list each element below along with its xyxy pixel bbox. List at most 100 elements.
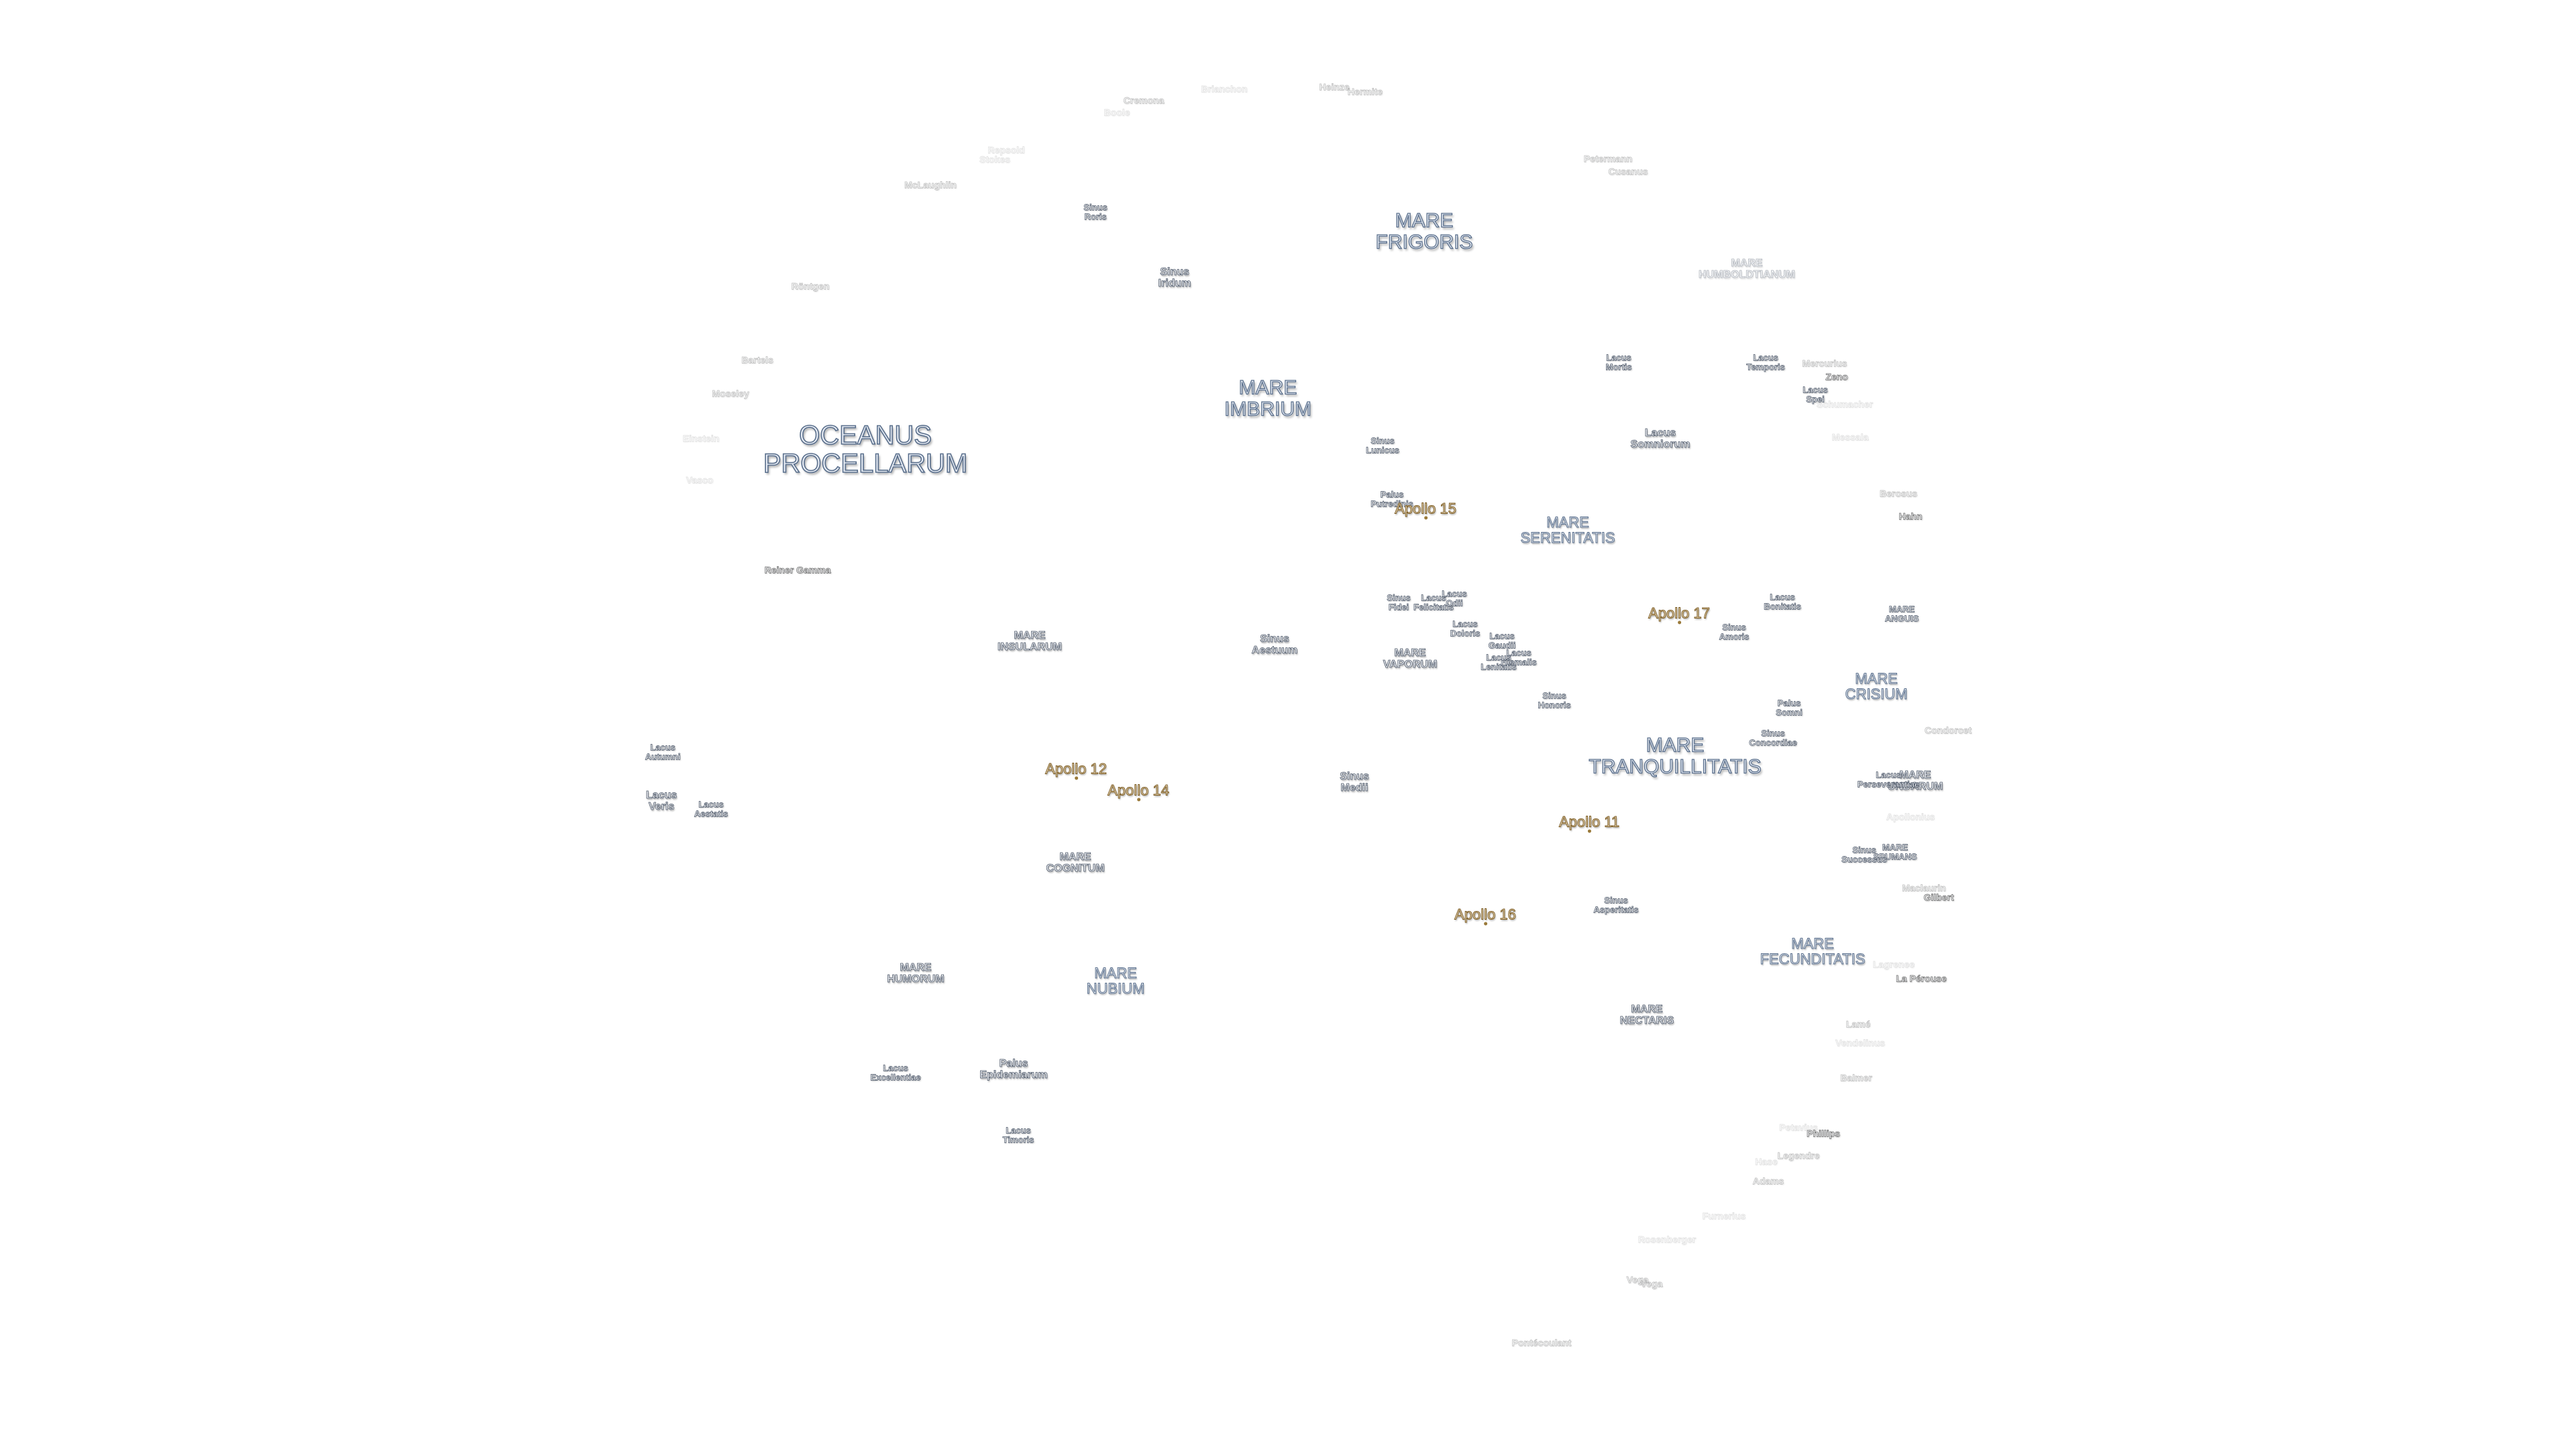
label-mare-humboldtianum: MARE HUMBOLDTIANUM bbox=[1699, 258, 1796, 281]
label-sinus-fidei: Sinus Fidei bbox=[1387, 593, 1411, 612]
label-line: Lacus bbox=[1421, 592, 1446, 603]
label-line: Roris bbox=[1084, 211, 1107, 221]
label-line: Sinus bbox=[1083, 202, 1108, 213]
label-line: Palus bbox=[999, 1058, 1028, 1070]
label-line: Veris bbox=[648, 801, 675, 812]
label-vasco: Vasco bbox=[686, 474, 714, 486]
label-line: Lacus bbox=[650, 742, 676, 753]
label-line: Lacus bbox=[1006, 1125, 1031, 1136]
label-boole: Boole bbox=[1104, 107, 1130, 118]
label-line: Timoris bbox=[1002, 1134, 1034, 1144]
label-mercurius: Mercurius bbox=[1802, 358, 1847, 369]
label-line: Odii bbox=[1446, 598, 1463, 608]
label-line: Amoris bbox=[1719, 631, 1750, 641]
label-condorcet: Condorcet bbox=[1925, 724, 1972, 736]
label-line: MARE bbox=[1546, 513, 1590, 531]
label-line: HUMBOLDTIANUM bbox=[1699, 269, 1796, 280]
label-line: Sinus bbox=[1852, 845, 1876, 855]
label-line: PROCELLARUM bbox=[763, 449, 968, 478]
label-palus-epidemiarum: Palus Epidemiarum bbox=[979, 1058, 1048, 1081]
label-line: IMBRIUM bbox=[1224, 398, 1311, 420]
label-repsold: Repsold bbox=[987, 144, 1025, 156]
apollo-label: Apollo 17 bbox=[1648, 604, 1711, 622]
label-hahn: Hahn bbox=[1898, 511, 1923, 522]
label-line: Bonitatis bbox=[1764, 601, 1801, 611]
label-line: Lacus bbox=[1644, 427, 1676, 439]
label-line: Spei bbox=[1806, 394, 1825, 404]
label-lacus-veris: Lacus Veris bbox=[645, 790, 677, 813]
label-cusanus: Cusanus bbox=[1608, 166, 1648, 177]
label-apollonius: Apollonius bbox=[1886, 811, 1935, 822]
label-line: Lacus bbox=[1753, 352, 1778, 363]
label-la-perouse: La Pérouse bbox=[1896, 973, 1947, 984]
landing-site-dot bbox=[1137, 798, 1140, 802]
landing-site-dot bbox=[1424, 516, 1428, 520]
label-mare-anguis: MARE ANGUIS bbox=[1884, 604, 1919, 623]
label-line: MARE bbox=[1014, 630, 1046, 642]
label-adams: Adams bbox=[1752, 1175, 1784, 1187]
label-lacus-spei: Lacus Spei bbox=[1803, 385, 1828, 404]
label-lacus-mortis: Lacus Mortis bbox=[1605, 353, 1632, 372]
label-sinus-amoris: Sinus Amoris bbox=[1719, 623, 1750, 641]
label-heinze: Heinze bbox=[1319, 81, 1350, 93]
label-bartels: Bartels bbox=[741, 354, 773, 366]
label-line: MARE bbox=[1394, 647, 1426, 659]
label-line: VAPORUM bbox=[1383, 659, 1438, 670]
label-berosus: Berosus bbox=[1879, 488, 1918, 499]
label-line: Asperitatis bbox=[1593, 904, 1639, 914]
label-line: Palus bbox=[1380, 489, 1404, 500]
label-line: SPUMANS bbox=[1873, 851, 1917, 861]
label-line: OCEANUS bbox=[798, 421, 932, 450]
label-rosenberger: Rosenberger bbox=[1638, 1234, 1697, 1245]
label-line: COGNITUM bbox=[1046, 863, 1105, 874]
label-petavius: Petavius bbox=[1779, 1122, 1818, 1133]
label-lame: Lamé bbox=[1845, 1018, 1871, 1030]
label-line: Fidei bbox=[1388, 602, 1409, 612]
label-line: Iridum bbox=[1158, 278, 1191, 289]
label-line: Aestatis bbox=[694, 808, 729, 818]
label-lacus-excellentiae: Lacus Excellentiae bbox=[870, 1063, 921, 1082]
label-line: Palus bbox=[1777, 698, 1801, 708]
label-mare-undarum: MARE UNDARUM bbox=[1887, 769, 1943, 793]
label-stokes: Stokes bbox=[979, 154, 1011, 165]
label-line: Lacus bbox=[698, 799, 724, 810]
label-hase: Hase bbox=[1755, 1156, 1778, 1167]
label-sinus-asperitatis: Sinus Asperitatis bbox=[1593, 896, 1639, 914]
label-mare-crisium: MARE CRISIUM bbox=[1845, 670, 1908, 702]
landing-site-dot bbox=[1484, 922, 1487, 926]
label-line: Autumni bbox=[645, 751, 681, 761]
apollo-15-marker: Apollo 15 bbox=[1395, 500, 1456, 520]
label-line: Lacus bbox=[1442, 588, 1467, 599]
landing-site-dot bbox=[1075, 776, 1078, 780]
apollo-label: Apollo 16 bbox=[1454, 906, 1517, 923]
label-sinus-aestuum: Sinus Aestuum bbox=[1251, 633, 1297, 657]
label-lacus-autumni: Lacus Autumni bbox=[645, 742, 681, 761]
label-line: SERENITATIS bbox=[1520, 529, 1615, 546]
label-furnerius: Furnerius bbox=[1702, 1210, 1746, 1222]
label-sinus-roris: Sinus Roris bbox=[1083, 202, 1108, 221]
label-line: Perseverantiae bbox=[1857, 779, 1920, 789]
label-mclaughlin: McLaughlin bbox=[904, 179, 957, 191]
label-line: MARE bbox=[1631, 1004, 1663, 1016]
label-line: Sinus bbox=[1340, 771, 1369, 783]
label-line: Lacus bbox=[883, 1063, 908, 1073]
label-mare-vaporum: MARE VAPORUM bbox=[1383, 647, 1438, 671]
label-line: CRISIUM bbox=[1845, 686, 1908, 702]
label-lacus-gaudii: Lacus Gaudii bbox=[1488, 631, 1515, 650]
label-lacus-odii: Lacus Odii bbox=[1442, 588, 1467, 608]
label-line: Sinus bbox=[1761, 728, 1785, 739]
label-line: Lacus bbox=[1486, 652, 1511, 663]
label-palus-putredinis: Palus Putredinis bbox=[1371, 490, 1413, 508]
label-line: Hiemalis bbox=[1501, 657, 1537, 667]
apollo-11-marker: Apollo 11 bbox=[1558, 814, 1620, 833]
label-oceanus-procellarum: OCEANUS PROCELLARUM bbox=[763, 421, 968, 478]
label-petermann: Petermann bbox=[1583, 153, 1633, 164]
label-hermite: Hermite bbox=[1347, 86, 1383, 97]
label-line: Lunicus bbox=[1366, 445, 1400, 455]
label-line: NECTARIS bbox=[1619, 1015, 1674, 1026]
label-line: MARE bbox=[900, 962, 932, 974]
label-line: Sinus bbox=[1260, 633, 1289, 645]
label-line: Epidemiarum bbox=[979, 1069, 1048, 1081]
label-reiner-gamma: Reiner Gamma bbox=[764, 564, 831, 576]
label-lacus-hiemalis: Lacus Hiemalis bbox=[1501, 648, 1537, 667]
